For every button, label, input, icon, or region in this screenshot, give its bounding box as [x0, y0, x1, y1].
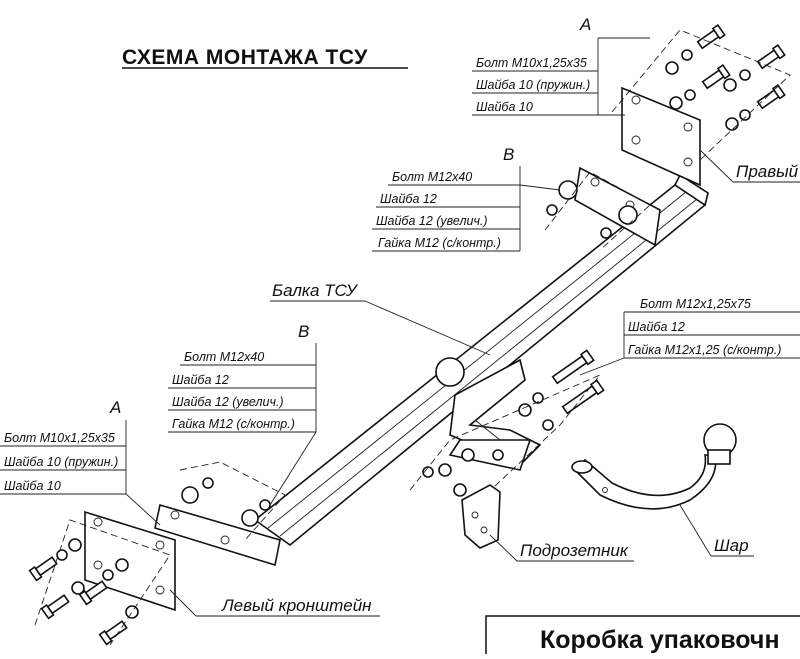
b-top-bolt: Болт М12х40	[392, 170, 472, 184]
b-top-washer-enlarged: Шайба 12 (увелич.)	[376, 214, 488, 228]
socket-plate	[461, 484, 501, 549]
diagram-title: СХЕМА МОНТАЖА ТСУ	[122, 46, 368, 69]
label-group-a-top: Болт М10х1,25х35 Шайба 10 (пружин.) Шайб…	[472, 37, 650, 116]
b-mid-washer-enlarged: Шайба 12 (увелич.)	[172, 395, 284, 409]
left-bracket-label: Левый кронштейн	[221, 596, 372, 615]
a-left-bolt: Болт М10х1,25х35	[4, 431, 115, 445]
right-bracket-plate	[621, 86, 701, 187]
right-bolt: Болт М12х1,25х75	[640, 297, 751, 311]
a-top-washer: Шайба 10	[476, 100, 533, 114]
a-top-spring-washer: Шайба 10 (пружин.)	[476, 78, 590, 92]
label-group-b-mid: Болт М12х40 Шайба 12 Шайба 12 (увелич.) …	[168, 343, 317, 506]
right-bracket-label: Правый	[736, 162, 799, 181]
socket-plate-label: Подрозетник	[520, 541, 629, 560]
label-group-right: Болт М12х1,25х75 Шайба 12 Гайка М12х1,25…	[579, 297, 800, 376]
tow-ball	[571, 423, 737, 510]
a-top-bolt: Болт М10х1,25х35	[476, 56, 587, 70]
group-b-mid-fasteners	[181, 477, 271, 527]
packaging-box-label: Коробка упаковочн	[540, 626, 780, 654]
right-plate-fasteners	[665, 24, 786, 131]
b-mid-nut: Гайка М12 (с/контр.)	[172, 417, 295, 431]
a-left-washer: Шайба 10	[4, 479, 61, 493]
label-group-b-top: Болт М12х40 Шайба 12 Шайба 12 (увелич.) …	[372, 166, 561, 252]
beam-left-mount	[154, 503, 281, 567]
ball-label: Шар	[714, 536, 749, 555]
section-a-top: А	[579, 15, 591, 34]
label-group-a-left: Болт М10х1,25х35 Шайба 10 (пружин.) Шайб…	[0, 420, 161, 526]
left-bracket-plate	[84, 510, 176, 612]
section-b-top: В	[503, 145, 514, 164]
section-b-mid: В	[298, 322, 309, 341]
tow-bar-beam	[253, 173, 709, 547]
hitch-bracket	[435, 357, 542, 471]
b-mid-bolt: Болт М12х40	[184, 350, 264, 364]
left-plate-fasteners	[28, 538, 139, 646]
b-top-washer: Шайба 12	[380, 192, 437, 206]
section-a-left: А	[109, 398, 121, 417]
a-left-spring-washer: Шайба 10 (пружин.)	[4, 455, 118, 469]
b-top-nut: Гайка М12 (с/контр.)	[378, 236, 501, 250]
packaging-box-frame	[485, 615, 800, 659]
right-nut: Гайка М12х1,25 (с/контр.)	[628, 343, 781, 357]
right-washer: Шайба 12	[628, 320, 685, 334]
beam-label: Балка ТСУ	[272, 281, 359, 300]
b-mid-washer: Шайба 12	[172, 373, 229, 387]
